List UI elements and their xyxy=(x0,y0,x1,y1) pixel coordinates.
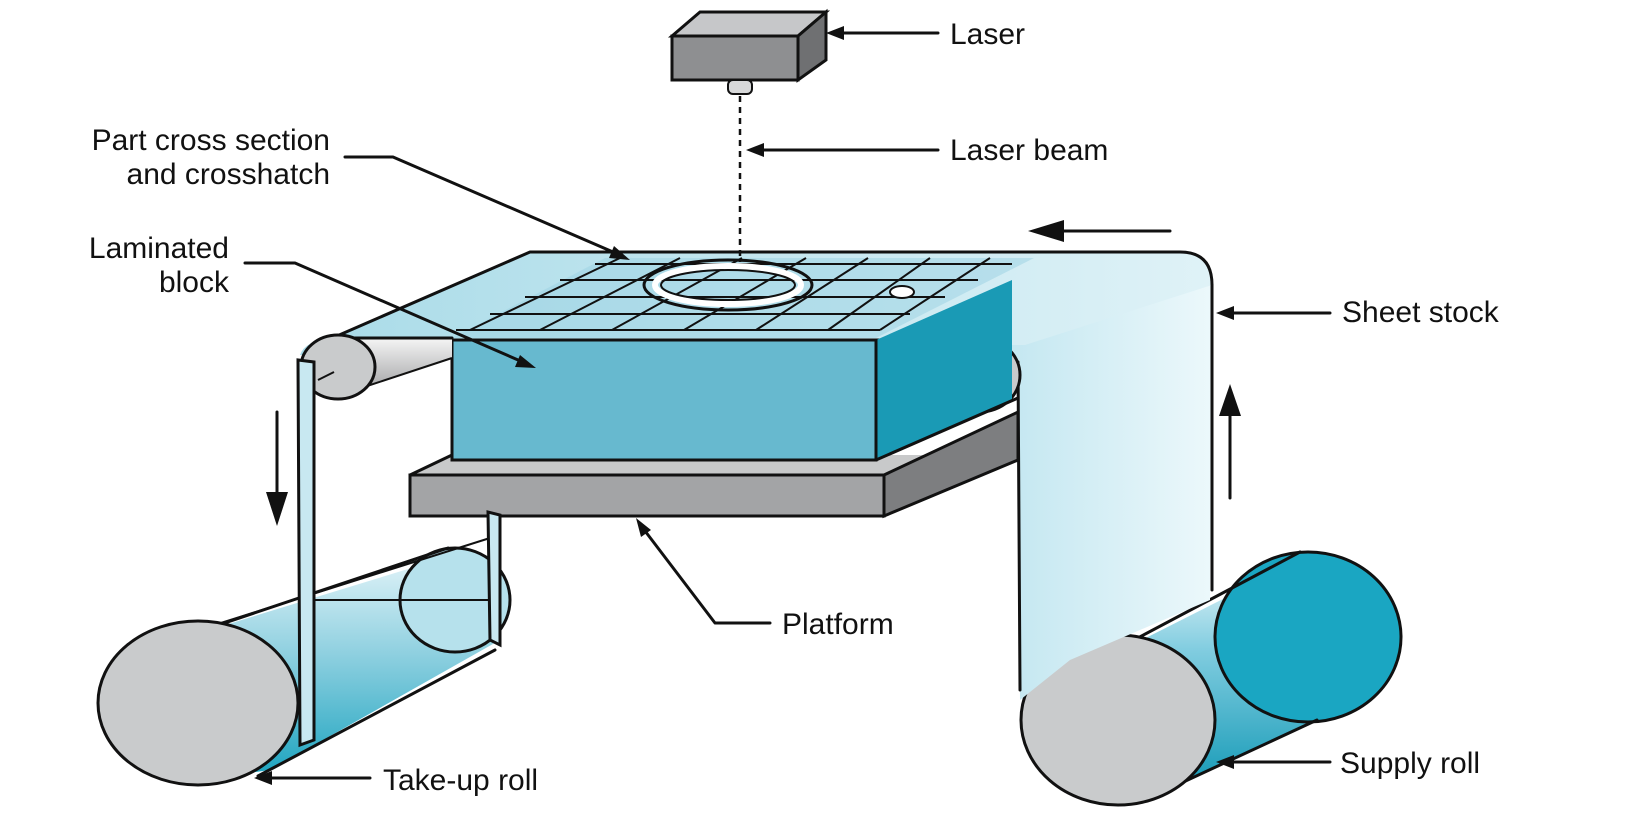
part-cross-section xyxy=(642,258,814,312)
arrow-up-icon xyxy=(1219,384,1241,500)
take-up-roll-end-cap xyxy=(96,619,300,787)
label-cross-section-line2: and crosshatch xyxy=(127,158,330,191)
arrow-left-icon xyxy=(1028,220,1172,242)
hole-marker xyxy=(889,285,915,299)
supply-roll xyxy=(1019,550,1403,807)
laminated-block-front xyxy=(450,338,878,462)
laminated-block xyxy=(450,280,1020,462)
laser xyxy=(667,8,831,262)
arrow-down-icon xyxy=(266,410,288,526)
label-cross-section-line1: Part cross section xyxy=(92,124,330,157)
laser-nozzle xyxy=(727,79,753,95)
part-crosshatch-grid xyxy=(452,257,1034,338)
label-supply-roll: Supply roll xyxy=(1340,747,1480,780)
label-laminated-line2: block xyxy=(159,266,230,299)
laser-body xyxy=(670,34,800,82)
take-up-roll xyxy=(96,358,512,787)
label-laser-beam: Laser beam xyxy=(950,134,1108,167)
left-idler-roller xyxy=(299,333,454,401)
leader-lines xyxy=(243,26,1332,785)
label-laser: Laser xyxy=(950,18,1025,51)
label-take-up-roll: Take-up roll xyxy=(383,764,538,797)
label-platform: Platform xyxy=(782,608,894,641)
label-sheet-stock: Sheet stock xyxy=(1342,296,1500,329)
supply-roll-far-end xyxy=(1213,550,1403,724)
label-laminated-line1: Laminated xyxy=(89,232,229,265)
